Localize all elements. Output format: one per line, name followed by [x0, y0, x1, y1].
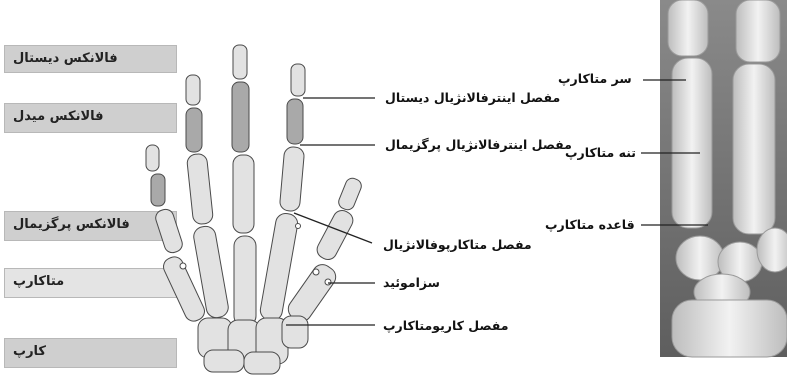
index-distal-phalanx [291, 64, 305, 96]
carpal-bone [244, 352, 280, 374]
index-proximal-phalanx [279, 146, 305, 211]
sesamoid-dot [325, 279, 331, 285]
xray-label-metacarpal-shaft: تنه متاکارپ [565, 145, 636, 160]
sesamoid-dot [313, 269, 319, 275]
little-distal-phalanx [146, 145, 159, 171]
middle-proximal-phalanx [233, 155, 254, 233]
thumb-distal-phalanx [337, 176, 364, 212]
index-middle-phalanx [287, 99, 303, 144]
little-proximal-phalanx [154, 207, 185, 254]
ring-middle-phalanx [186, 108, 202, 152]
xray-label-metacarpal-head: سر متاکارپ [558, 71, 632, 86]
sesamoid-dot [296, 224, 301, 229]
xray-metacarpal [733, 64, 775, 234]
little-middle-phalanx [151, 174, 165, 206]
callout-sesamoid: سزاموئید [383, 275, 440, 290]
ring-distal-phalanx [186, 75, 200, 105]
callout-dip-joint: مفصل اینترفالانژیال دیستال [385, 90, 560, 105]
xray-carpal [676, 236, 724, 280]
middle-distal-phalanx [233, 45, 247, 79]
xray-radius [672, 300, 787, 357]
middle-metacarpal [234, 236, 256, 326]
callout-pip-joint: مفصل اینترفالانژیال پرگزیمال [385, 137, 572, 152]
middle-middle-phalanx [232, 82, 249, 152]
callout-mcp-joint: مفصل متاکارپوفالانژیال [383, 237, 532, 252]
xray-label-metacarpal-base: قاعده متاکارپ [545, 217, 635, 232]
xray-phalanx [736, 0, 780, 62]
carpal-bone [204, 350, 244, 372]
ring-proximal-phalanx [186, 153, 213, 225]
xray-phalanx [668, 0, 708, 56]
carpal-bone [282, 316, 308, 348]
sesamoid-dot [180, 263, 186, 269]
callout-cmc-joint: مفصل کاریومتاکارپ [383, 318, 509, 333]
xray-metacarpal [672, 58, 712, 228]
